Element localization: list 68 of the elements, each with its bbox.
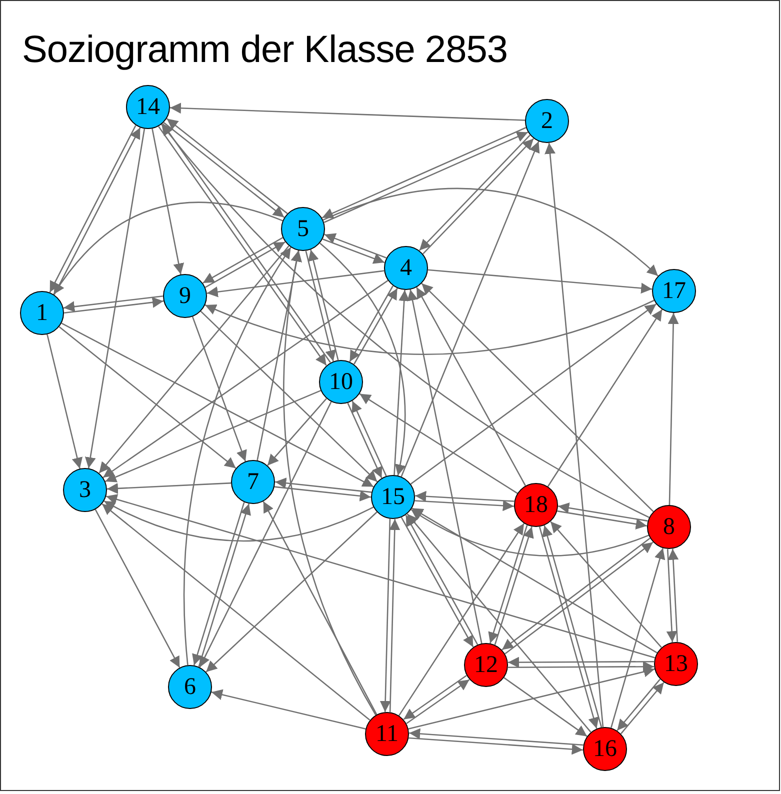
- arrow: [508, 656, 654, 668]
- arrow: [407, 289, 482, 644]
- arrow: [400, 141, 540, 477]
- arrow: [416, 286, 526, 486]
- arrow: [200, 310, 378, 482]
- arrow: [256, 250, 302, 461]
- arrow: [161, 124, 650, 518]
- arrow: [394, 290, 410, 476]
- arrow: [104, 500, 374, 542]
- arrow: [494, 526, 534, 645]
- arrow: [359, 393, 518, 494]
- arrow: [198, 504, 251, 667]
- arrow: [410, 508, 649, 556]
- arrow: [106, 482, 232, 494]
- arrow: [283, 250, 376, 716]
- title: Soziogramm der Klasse 2853: [22, 28, 508, 73]
- arrow: [408, 666, 655, 730]
- arrow: [204, 300, 654, 355]
- arrow: [192, 316, 247, 462]
- arrow: [414, 500, 514, 512]
- arrow: [380, 518, 391, 712]
- arrow: [94, 509, 180, 668]
- arrow: [106, 494, 656, 658]
- arrow: [102, 280, 388, 478]
- arrow: [274, 486, 371, 502]
- arrow: [488, 525, 528, 644]
- arrow: [58, 326, 236, 469]
- arrow: [544, 142, 604, 728]
- arrow: [322, 188, 658, 276]
- arrow: [46, 334, 83, 469]
- arrow: [206, 270, 384, 298]
- arrow: [668, 312, 679, 506]
- arrow: [267, 398, 327, 466]
- arrow: [53, 202, 283, 295]
- arrow: [412, 508, 658, 654]
- arrow: [409, 728, 584, 746]
- arrow: [610, 548, 666, 728]
- arrow: [428, 269, 652, 294]
- arrow: [262, 501, 378, 715]
- arrow: [389, 519, 400, 712]
- arrow: [170, 102, 526, 121]
- arrow: [408, 737, 583, 755]
- arrow: [192, 502, 245, 666]
- arrow: [84, 128, 146, 468]
- arrow: [183, 246, 292, 666]
- arrow: [105, 390, 321, 482]
- arrow: [508, 661, 654, 672]
- arrow: [324, 233, 387, 258]
- arrow: [199, 401, 332, 668]
- arrow: [550, 521, 662, 648]
- arrow: [558, 502, 648, 522]
- arrow: [547, 309, 663, 487]
- arrow: [415, 490, 514, 502]
- arrow: [421, 282, 654, 512]
- arrow: [275, 478, 372, 493]
- arrow: [406, 513, 592, 733]
- arrow: [61, 322, 374, 488]
- arrow: [102, 503, 370, 721]
- arrow: [319, 242, 406, 476]
- arrow: [98, 245, 290, 474]
- arrow: [557, 510, 647, 530]
- arrow: [504, 677, 588, 737]
- arrow: [211, 689, 366, 730]
- arrow: [398, 523, 525, 716]
- arrow: [206, 512, 378, 672]
- arrow: [152, 128, 184, 275]
- arrow: [410, 303, 657, 485]
- arrow: [322, 238, 385, 264]
